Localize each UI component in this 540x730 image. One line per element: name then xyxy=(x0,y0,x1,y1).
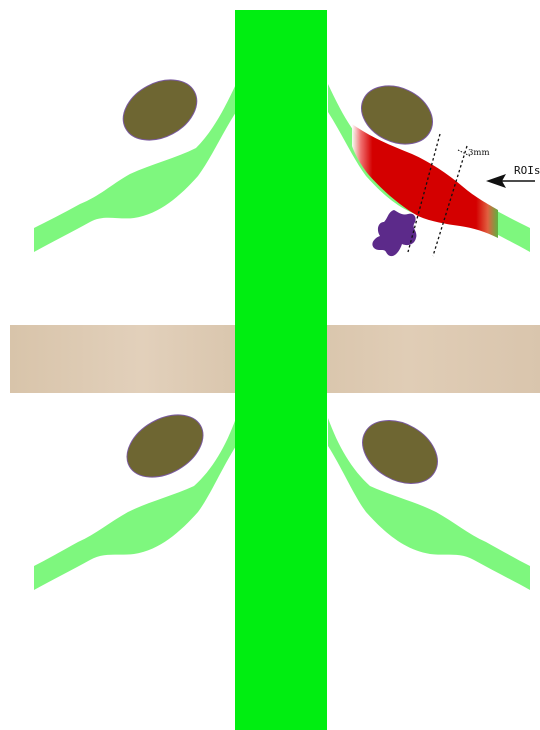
upper-left-ganglion xyxy=(113,68,207,152)
distance-label: 3mm xyxy=(468,148,490,158)
spinal-cord xyxy=(235,10,327,730)
lower-left-ganglion xyxy=(116,402,214,490)
lesion-marker xyxy=(372,210,416,256)
roi-label: ROIs xyxy=(514,164,540,177)
